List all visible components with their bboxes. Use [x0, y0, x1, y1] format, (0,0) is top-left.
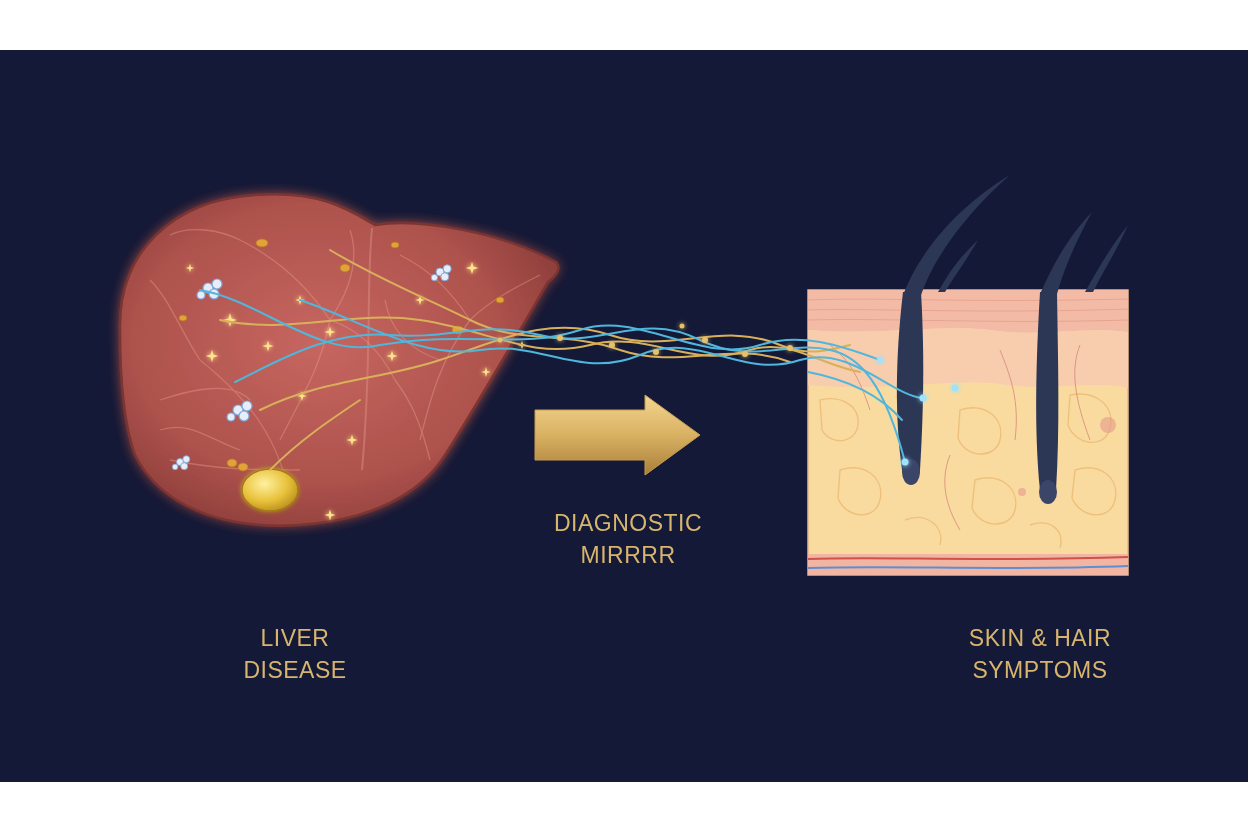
signal-fiber	[260, 328, 850, 410]
fat-cell	[905, 518, 1061, 548]
liver-illustration	[362, 228, 372, 470]
fat-cell	[972, 478, 1016, 524]
cell-cluster	[227, 401, 252, 421]
fiber-node	[680, 324, 685, 329]
cell-cluster	[197, 279, 222, 299]
glow-star	[466, 262, 479, 275]
skin-cross-section	[808, 554, 1128, 575]
glow-star	[223, 313, 237, 327]
skin-cross-section	[808, 299, 1128, 321]
skin-cross-section	[808, 320, 1128, 322]
lipid-droplet	[179, 315, 187, 321]
hair-follicle	[1039, 480, 1057, 504]
tissue-region: SKIN & HAIR SYMPTOMS	[700, 175, 1130, 696]
signal-fiber	[330, 250, 790, 362]
glow-star	[324, 509, 335, 520]
fiber-node	[902, 459, 909, 466]
edge-label-holder: DIAGNOSTIC MIRRRR	[523, 507, 733, 571]
fat-cell	[820, 394, 1116, 548]
lipid-droplet	[238, 463, 248, 471]
skin-cross-section	[1075, 345, 1090, 440]
skin-cross-section	[808, 290, 1128, 575]
liver-illustration	[385, 255, 540, 440]
glow-star	[481, 367, 491, 377]
fiber-node	[609, 342, 615, 348]
hair-follicle	[903, 175, 1010, 295]
fiber-node	[498, 338, 503, 343]
node-heading: LIVER DISEASE	[220, 622, 370, 686]
hair-follicle	[897, 292, 923, 482]
glow-star	[346, 434, 357, 445]
glow-star	[324, 326, 335, 337]
liver-illustration	[150, 230, 300, 470]
fiber-node	[498, 324, 794, 358]
skin-cross-section	[808, 299, 1128, 300]
signal-fiber	[808, 372, 902, 420]
cell-cluster	[172, 456, 190, 470]
skin-cross-section	[1018, 488, 1026, 496]
skin-cross-section	[945, 455, 960, 530]
fat-cell	[958, 408, 1001, 454]
skin-cross-section	[808, 309, 1128, 311]
fiber-node	[653, 349, 659, 355]
skin-cross-section	[808, 290, 1128, 575]
fat-cell	[1072, 468, 1116, 515]
glow-star	[186, 264, 194, 272]
liver-illustration	[160, 230, 354, 500]
block-arrow	[535, 395, 700, 475]
cell-cluster	[172, 265, 451, 470]
liver-illustration	[120, 194, 558, 525]
hair-follicle	[1036, 292, 1058, 502]
liver-illustration	[120, 194, 558, 525]
skin-cross-section	[1100, 417, 1116, 433]
fat-cell	[820, 399, 858, 441]
hair-follicle	[902, 459, 920, 485]
fat-cell	[838, 468, 881, 515]
fiber-node	[742, 351, 748, 357]
glow-star	[262, 340, 273, 351]
signal-fiber	[270, 400, 360, 470]
edge-label: DIAGNOSTIC MIRRRR	[523, 507, 733, 571]
hair-follicle	[938, 240, 978, 292]
fiber-node	[952, 385, 959, 392]
hair-follicle	[1085, 225, 1128, 292]
skin-cross-section	[808, 328, 1128, 388]
fiber-node	[787, 345, 793, 351]
liver-illustration	[160, 320, 430, 460]
organ-region: LIVER DISEASE	[100, 190, 535, 696]
skin-cross-section	[808, 557, 1128, 559]
lipid-droplet	[496, 297, 504, 303]
fiber-node	[877, 357, 959, 466]
node-heading: SKIN & HAIR SYMPTOMS	[943, 622, 1138, 686]
dark-panel	[0, 50, 1248, 782]
skin-cross-section	[808, 566, 1128, 568]
skin-cross-section	[808, 290, 1128, 333]
gallbladder	[242, 469, 298, 511]
lipid-droplet	[256, 239, 268, 247]
hair-follicle	[1040, 212, 1092, 294]
signal-fiber	[200, 290, 880, 360]
fiber-node	[920, 395, 927, 402]
glow-star	[206, 350, 219, 363]
skin-cross-section	[1000, 350, 1016, 440]
hair-follicle	[897, 175, 1128, 504]
lipid-droplet	[391, 242, 399, 248]
fiber-node	[877, 357, 883, 363]
fiber-node	[557, 335, 563, 341]
glow-star	[386, 350, 397, 361]
lipid-droplet	[340, 264, 350, 272]
cell-cluster	[431, 265, 451, 281]
lipid-droplet	[227, 459, 237, 467]
fiber-node	[702, 337, 708, 343]
signal-fiber	[300, 300, 923, 398]
liver-illustration	[150, 230, 540, 500]
